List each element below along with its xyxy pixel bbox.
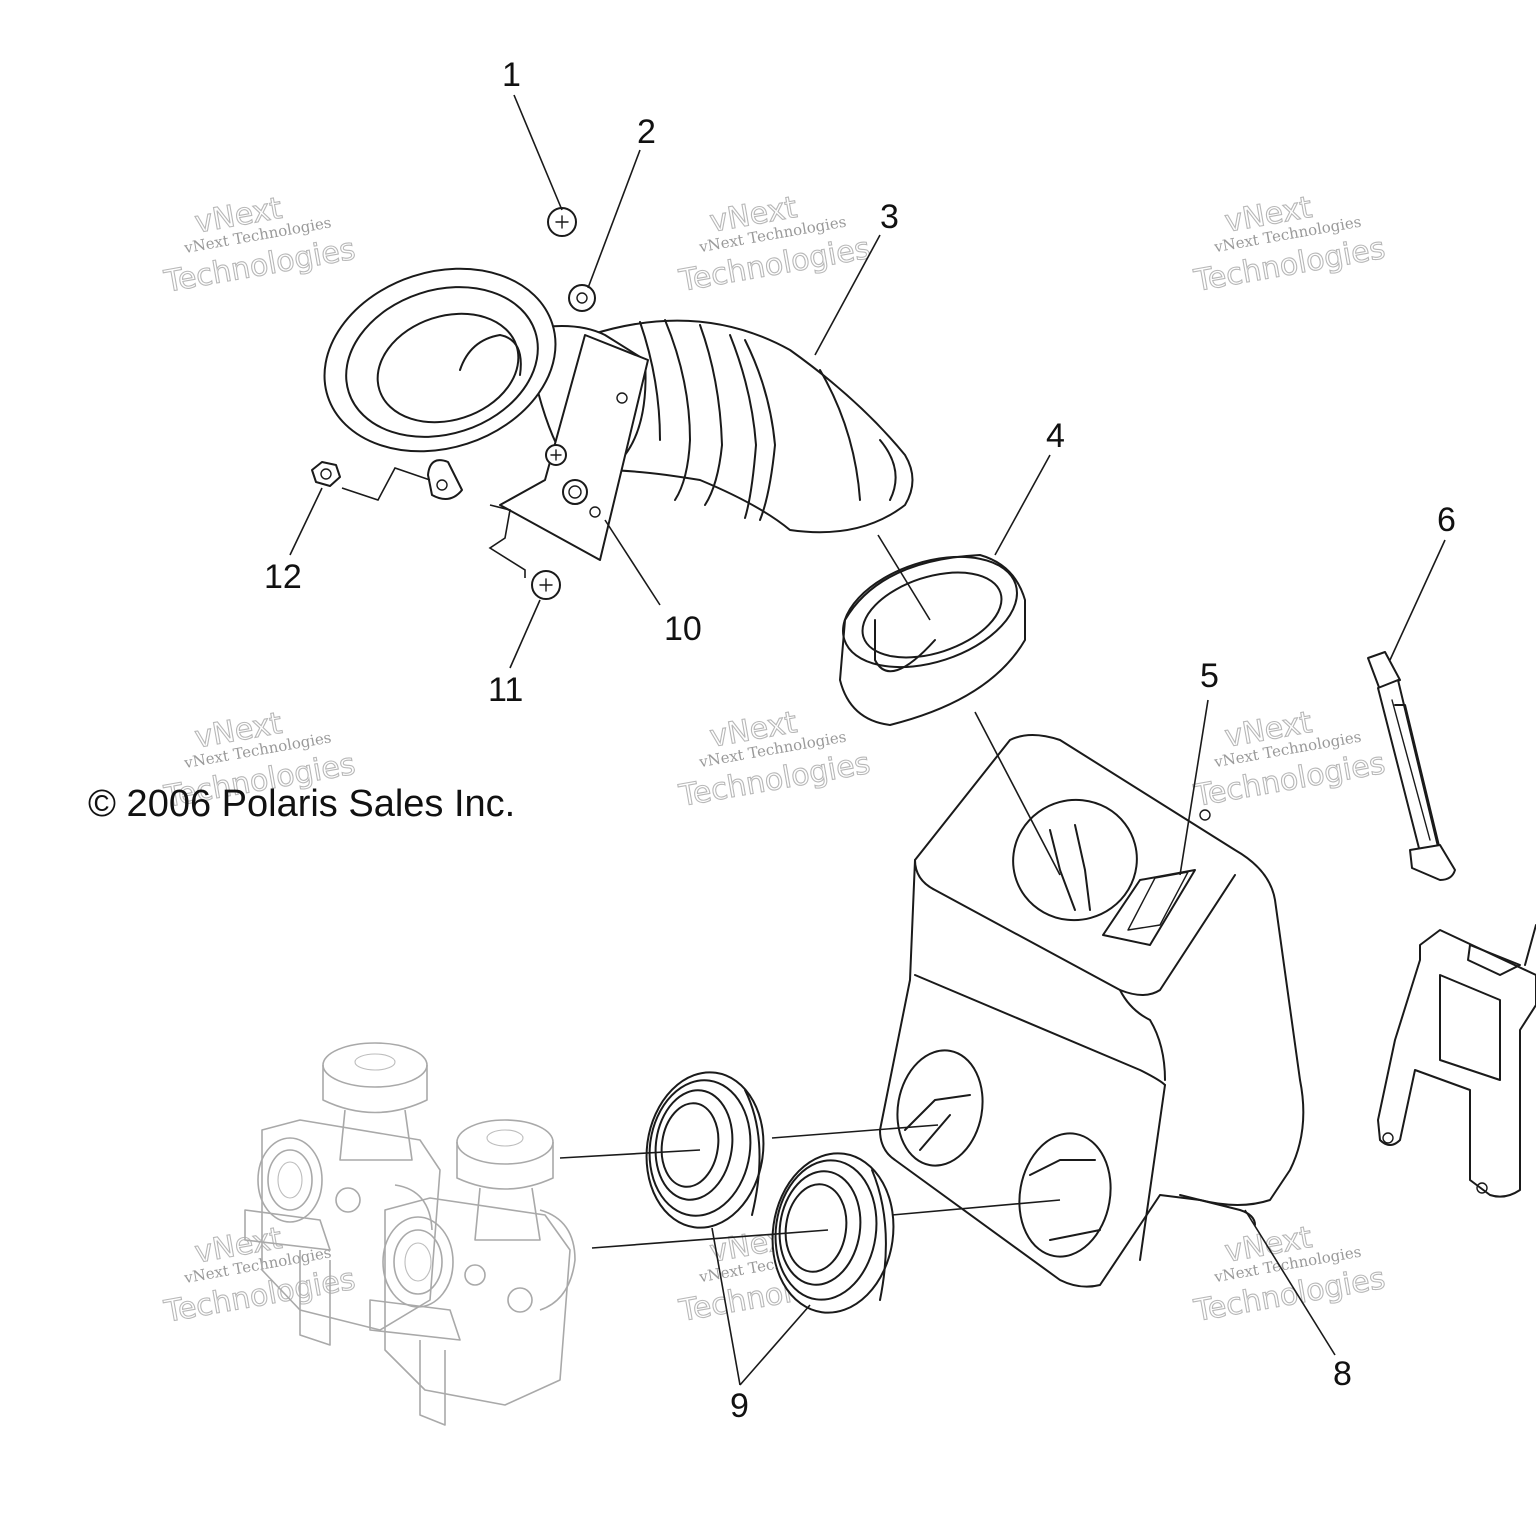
callout-4: 4 (1046, 417, 1065, 455)
carburetor-assembly (244, 1042, 576, 1426)
watermark-top-left: vNext vNext Technologies Technologies (161, 190, 359, 300)
watermark-bottom-left: vNext vNext Technologies Technologies (161, 1220, 359, 1330)
coupler-ring (839, 554, 1026, 726)
callout-1: 1 (502, 56, 521, 94)
nut-part-12 (311, 461, 341, 487)
callout-11: 11 (488, 671, 523, 709)
intake-duct (323, 267, 914, 561)
air-box (879, 734, 1305, 1288)
watermark-mid-right: vNext vNext Technologies Technologies (1190, 705, 1388, 815)
boot-upper (645, 1071, 765, 1229)
leader-lines (289, 94, 1446, 1386)
watermark-mid-center: vNext vNext Technologies Technologies (675, 705, 873, 815)
mounting-bracket (1377, 924, 1536, 1198)
callout-9: 9 (730, 1387, 749, 1425)
callout-12: 12 (264, 558, 302, 596)
copyright-text: © 2006 Polaris Sales Inc. (88, 783, 515, 825)
watermark-top-right: vNext vNext Technologies Technologies (1190, 190, 1388, 300)
screw-part-1 (547, 207, 577, 237)
callout-10: 10 (664, 610, 702, 648)
callout-3: 3 (880, 198, 899, 236)
callout-5: 5 (1200, 657, 1219, 695)
callout-8: 8 (1333, 1355, 1352, 1393)
callout-6: 6 (1437, 501, 1456, 539)
watermark-bottom-right: vNext vNext Technologies Technologies (1190, 1220, 1388, 1330)
callout-2: 2 (637, 113, 656, 151)
boot-lower (771, 1152, 895, 1314)
screw-part-11 (531, 570, 561, 600)
watermark-top-center: vNext vNext Technologies Technologies (675, 190, 873, 300)
washer-part-2 (568, 284, 596, 312)
strap (1367, 651, 1456, 881)
